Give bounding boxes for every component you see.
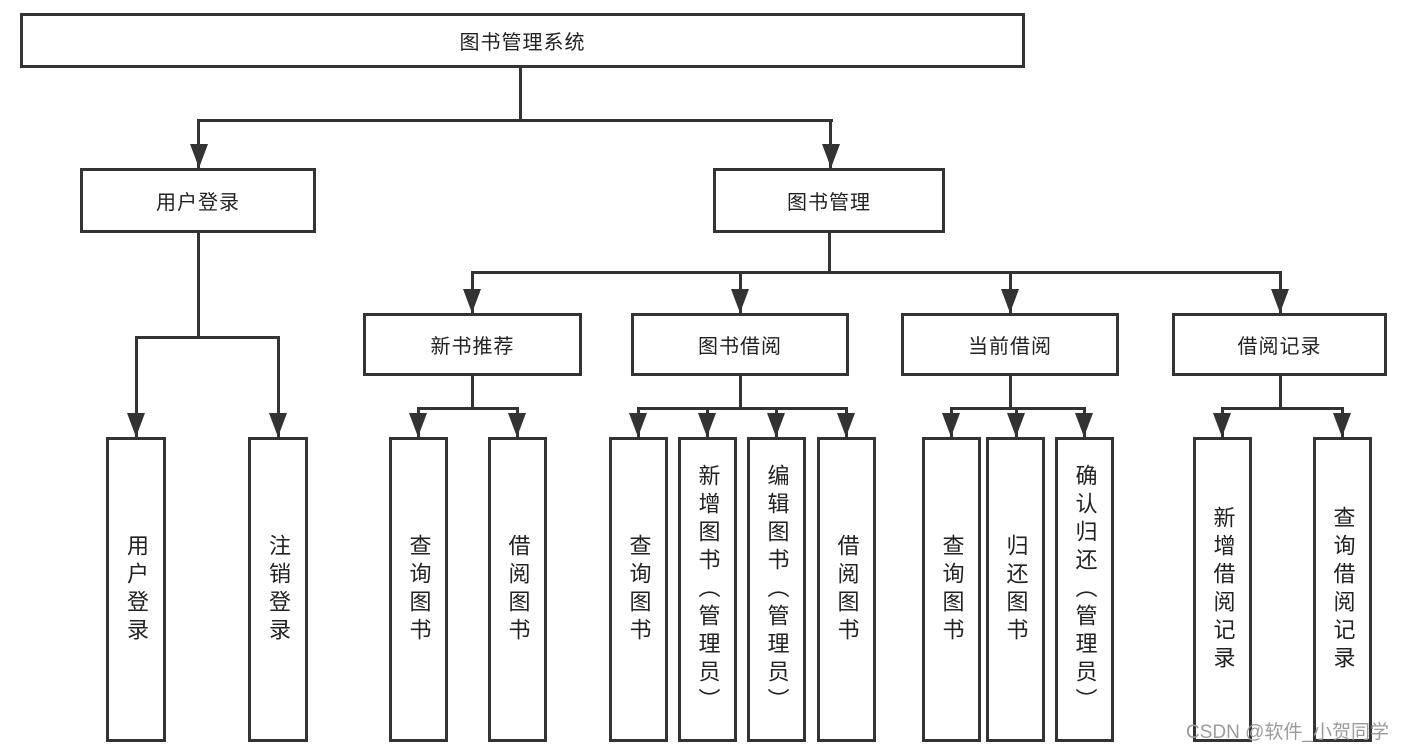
arrowhead-book-borrowing <box>731 289 749 313</box>
node-new-book-recommendation: 新书推荐 <box>363 313 582 376</box>
connector-new-book-stem <box>471 376 474 410</box>
connector-level2-branch <box>197 119 833 122</box>
connector-user-login-split <box>135 336 280 339</box>
connector-current-borrowing-stem <box>1009 376 1012 410</box>
leaf-user-login: 用户登录 <box>106 437 166 742</box>
arrowhead-leaf-logout <box>269 413 287 437</box>
node-user-login: 用户登录 <box>80 168 316 233</box>
arrowhead-leaf-query-borrow-record <box>1333 413 1351 437</box>
connector-user-login-drop <box>197 119 200 168</box>
connector-user-login-stem <box>197 233 200 339</box>
leaf-add-book-admin: 新增图书（管理员） <box>678 437 737 742</box>
leaf-edit-book-admin: 编辑图书（管理员） <box>747 437 806 742</box>
arrowhead-leaf-borrow-books-2 <box>837 413 855 437</box>
leaf-return-books: 归还图书 <box>986 437 1045 742</box>
arrowhead-user-login <box>190 144 208 168</box>
arrowhead-leaf-add-borrow-record <box>1213 413 1231 437</box>
connector-book-management-drop <box>829 119 832 168</box>
connector-borrowing-records-split <box>1221 407 1344 410</box>
node-root: 图书管理系统 <box>20 13 1025 68</box>
arrowhead-leaf-add-book-admin <box>698 413 716 437</box>
arrowhead-leaf-user-login <box>127 413 145 437</box>
connector-root-stem <box>519 65 522 122</box>
arrowhead-leaf-borrow-books-1 <box>508 413 526 437</box>
leaf-confirm-return-admin: 确认归还（管理员） <box>1055 437 1114 742</box>
connector-level3-branch <box>471 271 1282 274</box>
leaf-query-borrow-record: 查询借阅记录 <box>1313 437 1372 742</box>
leaf-borrow-books-1: 借阅图书 <box>488 437 547 742</box>
arrowhead-leaf-query-books-1 <box>409 413 427 437</box>
node-book-management: 图书管理 <box>713 168 945 233</box>
leaf-query-books-3: 查询图书 <box>922 437 981 742</box>
arrowhead-leaf-query-books-2 <box>629 413 647 437</box>
leaf-query-books-1: 查询图书 <box>389 437 448 742</box>
arrowhead-book-management <box>822 144 840 168</box>
node-book-borrowing: 图书借阅 <box>631 313 849 376</box>
leaf-add-borrow-record: 新增借阅记录 <box>1193 437 1252 742</box>
connector-new-book-split <box>417 407 519 410</box>
leaf-query-books-2: 查询图书 <box>609 437 668 742</box>
arrowhead-leaf-return-books <box>1007 413 1025 437</box>
arrowhead-borrowing-records <box>1271 289 1289 313</box>
arrowhead-new-book-recommendation <box>463 289 481 313</box>
connector-leaf-user-login-drop <box>135 336 138 437</box>
connector-leaf-logout-drop <box>277 336 280 437</box>
connector-book-borrowing-split <box>637 407 848 410</box>
arrowhead-current-borrowing <box>1001 289 1019 313</box>
arrowhead-leaf-edit-book-admin <box>767 413 785 437</box>
connector-book-management-stem <box>828 233 831 274</box>
arrowhead-leaf-confirm-return-admin <box>1075 413 1093 437</box>
arrowhead-leaf-query-books-3 <box>942 413 960 437</box>
connector-book-borrowing-stem <box>739 376 742 410</box>
watermark-text: CSDN @软件_小贺同学 <box>1186 722 1389 743</box>
connector-current-borrowing-split <box>950 407 1086 410</box>
leaf-logout: 注销登录 <box>248 437 308 742</box>
node-borrowing-records: 借阅记录 <box>1172 313 1387 376</box>
leaf-borrow-books-2: 借阅图书 <box>817 437 876 742</box>
connector-borrowing-records-stem <box>1279 376 1282 410</box>
node-current-borrowing: 当前借阅 <box>901 313 1119 376</box>
